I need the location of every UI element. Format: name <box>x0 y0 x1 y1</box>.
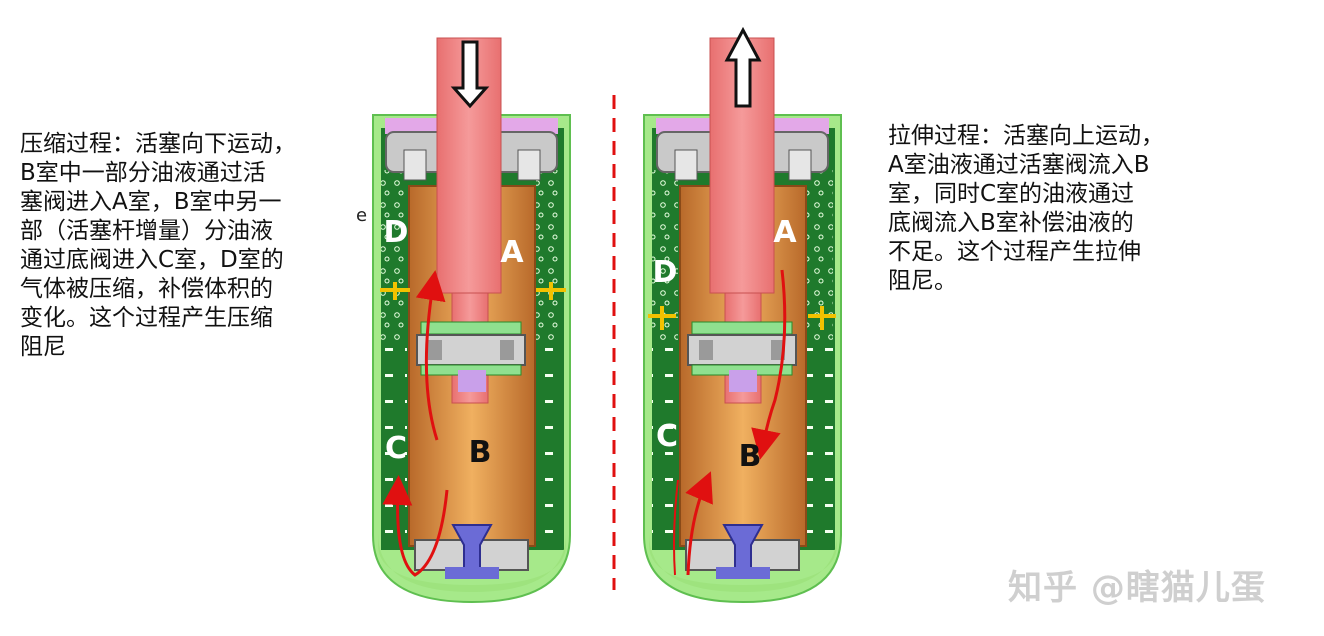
chamber-d-label: D <box>384 215 409 250</box>
chamber-c-label: C <box>656 419 678 454</box>
watermark: 知乎 @瞎猫儿蛋 <box>1008 568 1266 608</box>
chamber-a-label: A <box>773 215 797 250</box>
compression-description: 压缩过程：活塞向下运动， B室中一部分油液通过活 塞阀进入A室，B室中另一 部（… <box>20 131 296 360</box>
stray-character: e <box>356 205 368 226</box>
rebound-shock: A B C D <box>643 26 842 604</box>
chamber-c-label: C <box>385 431 407 466</box>
chamber-b-label: B <box>739 439 762 474</box>
rebound-description: 拉伸过程：活塞向上运动， A室油液通过活塞阀流入B 室，同时C室的油液通过 底阀… <box>888 123 1164 294</box>
chamber-d-label: D <box>653 255 678 290</box>
chamber-b-label: B <box>469 435 492 470</box>
compression-shock: A B C D <box>372 37 571 604</box>
chamber-a-label: A <box>500 235 524 270</box>
